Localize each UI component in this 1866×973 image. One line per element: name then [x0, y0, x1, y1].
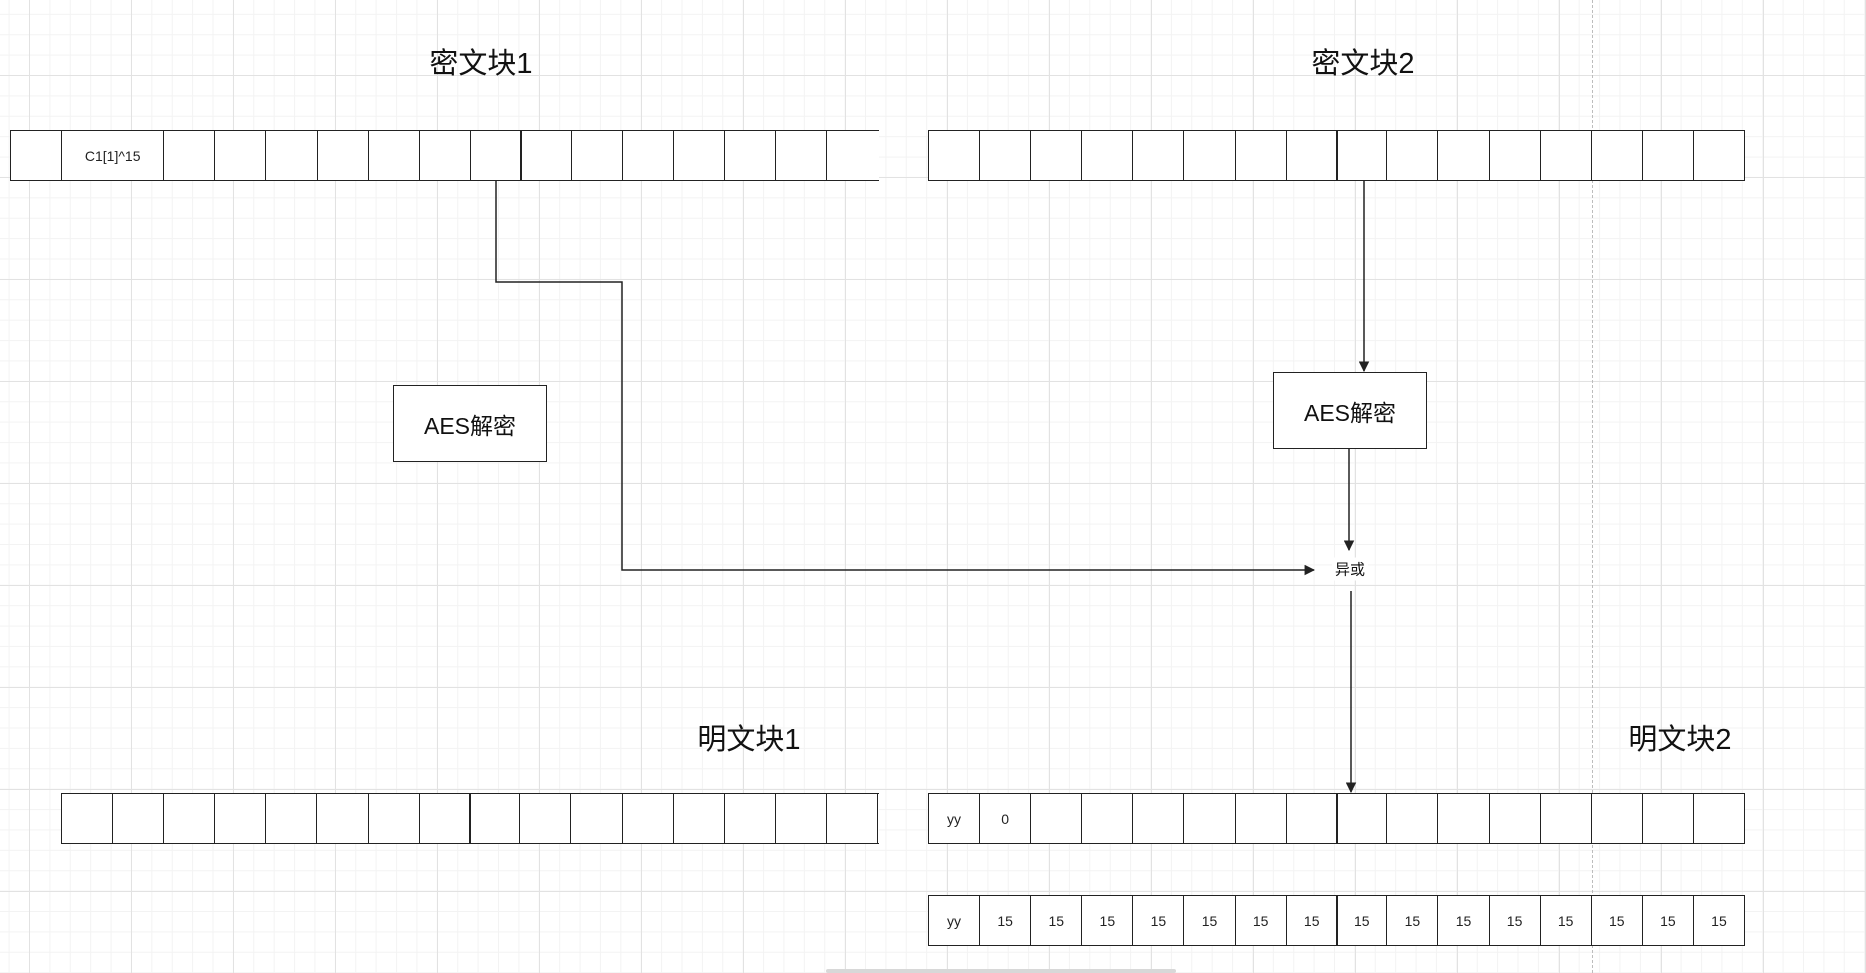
cipher2-cell-0[interactable]	[929, 131, 981, 180]
pad-cell-12[interactable]: 15	[1541, 896, 1592, 945]
plain1-cell-14[interactable]	[776, 794, 827, 843]
plain2-cell-4[interactable]	[1133, 794, 1185, 843]
plain1-cell-8[interactable]	[469, 794, 521, 843]
pad-cell-2[interactable]: 15	[1031, 896, 1083, 945]
cipher2-cell-9[interactable]	[1387, 131, 1439, 180]
plain2-cell-9[interactable]	[1387, 794, 1439, 843]
cipher1-cell-13[interactable]	[725, 131, 776, 180]
cipher1-cell-14[interactable]	[776, 131, 827, 180]
pad-cell-11[interactable]: 15	[1490, 896, 1541, 945]
cipher1-cell-3[interactable]	[215, 131, 267, 180]
cipher2-cell-4[interactable]	[1133, 131, 1185, 180]
plain1-cell-4[interactable]	[266, 794, 318, 843]
cipher1-cell-6[interactable]	[369, 131, 420, 180]
cipher1-cell-11[interactable]	[623, 131, 674, 180]
pad-cell-5[interactable]: 15	[1184, 896, 1236, 945]
pad-cell-10[interactable]: 15	[1438, 896, 1490, 945]
pad-cell-8[interactable]: 15	[1336, 896, 1388, 945]
pad-cell-9[interactable]: 15	[1387, 896, 1439, 945]
plain1-cell-6[interactable]	[369, 794, 420, 843]
plain1-cell-15[interactable]	[827, 794, 878, 843]
pad-cell-1[interactable]: 15	[980, 896, 1032, 945]
plain1-cell-0[interactable]	[62, 794, 114, 843]
plain2-cell-10[interactable]	[1438, 794, 1490, 843]
plain2-cell-8[interactable]	[1336, 794, 1388, 843]
cipher-block-2-row[interactable]	[928, 130, 1745, 181]
plain2-cell-15[interactable]	[1694, 794, 1745, 843]
cipher1-cell-1[interactable]: C1[1]^15	[62, 131, 165, 180]
cipher2-cell-13[interactable]	[1592, 131, 1643, 180]
page-boundary-line	[1592, 0, 1593, 973]
plain2-cell-14[interactable]	[1643, 794, 1694, 843]
plain2-cell-3[interactable]	[1082, 794, 1134, 843]
plain1-cell-13[interactable]	[725, 794, 776, 843]
plain1-cell-10[interactable]	[571, 794, 623, 843]
cipher2-cell-11[interactable]	[1490, 131, 1541, 180]
cipher2-cell-15[interactable]	[1694, 131, 1745, 180]
cipher-block-2-title: 密文块2	[1311, 48, 1415, 80]
plain2-cell-0[interactable]: yy	[929, 794, 981, 843]
plain2-cell-5[interactable]	[1184, 794, 1236, 843]
cipher1-cell-4[interactable]	[266, 131, 318, 180]
plain-block-1-title: 明文块1	[697, 724, 801, 756]
cipher2-cell-12[interactable]	[1541, 131, 1592, 180]
horizontal-scrollbar[interactable]	[826, 969, 1176, 973]
cipher1-cell-2[interactable]	[164, 131, 216, 180]
cipher2-cell-6[interactable]	[1236, 131, 1287, 180]
plain2-cell-1[interactable]: 0	[980, 794, 1032, 843]
cipher1-cell-10[interactable]	[572, 131, 623, 180]
cipher2-cell-5[interactable]	[1184, 131, 1236, 180]
pad-cell-15[interactable]: 15	[1694, 896, 1745, 945]
aes-decrypt-box-2[interactable]: AES解密	[1273, 372, 1427, 449]
plain1-cell-11[interactable]	[623, 794, 674, 843]
plain1-cell-12[interactable]	[674, 794, 725, 843]
aes-decrypt-box-1[interactable]: AES解密	[393, 385, 547, 462]
plain2-cell-2[interactable]	[1031, 794, 1083, 843]
plain1-cell-5[interactable]	[317, 794, 369, 843]
plain2-cell-11[interactable]	[1490, 794, 1541, 843]
plain1-cell-9[interactable]	[520, 794, 572, 843]
pad-cell-4[interactable]: 15	[1133, 896, 1185, 945]
plain2-cell-6[interactable]	[1236, 794, 1287, 843]
plain1-cell-1[interactable]	[113, 794, 165, 843]
plain-block-1-row[interactable]	[61, 793, 879, 844]
cipher2-cell-2[interactable]	[1031, 131, 1083, 180]
cipher-block-1-title: 密文块1	[429, 48, 533, 80]
pad-cell-3[interactable]: 15	[1082, 896, 1134, 945]
pad-cell-13[interactable]: 15	[1592, 896, 1643, 945]
cipher1-cell-5[interactable]	[318, 131, 369, 180]
cipher1-cell-7[interactable]	[420, 131, 471, 180]
cipher1-cell-12[interactable]	[674, 131, 725, 180]
pad-cell-14[interactable]: 15	[1643, 896, 1694, 945]
plain2-cell-13[interactable]	[1592, 794, 1643, 843]
plain-block-2-title: 明文块2	[1628, 724, 1732, 756]
cipher2-cell-3[interactable]	[1082, 131, 1134, 180]
cipher1-to-xor-connector	[495, 181, 1316, 576]
cipher2-cell-10[interactable]	[1438, 131, 1490, 180]
pad-cell-6[interactable]: 15	[1236, 896, 1287, 945]
plain1-cell-2[interactable]	[164, 794, 216, 843]
cipher1-cell-0[interactable]	[11, 131, 63, 180]
cipher2-cell-1[interactable]	[980, 131, 1032, 180]
cipher1-cell-9[interactable]	[520, 131, 572, 180]
plain2-cell-12[interactable]	[1541, 794, 1592, 843]
pad-cell-0[interactable]: yy	[929, 896, 981, 945]
cipher-block-1-row[interactable]: C1[1]^15	[10, 130, 879, 181]
cipher2-cell-8[interactable]	[1336, 131, 1388, 180]
cipher2-cell-14[interactable]	[1643, 131, 1694, 180]
plain1-cell-3[interactable]	[215, 794, 267, 843]
xor-label: 异或	[1331, 557, 1369, 581]
